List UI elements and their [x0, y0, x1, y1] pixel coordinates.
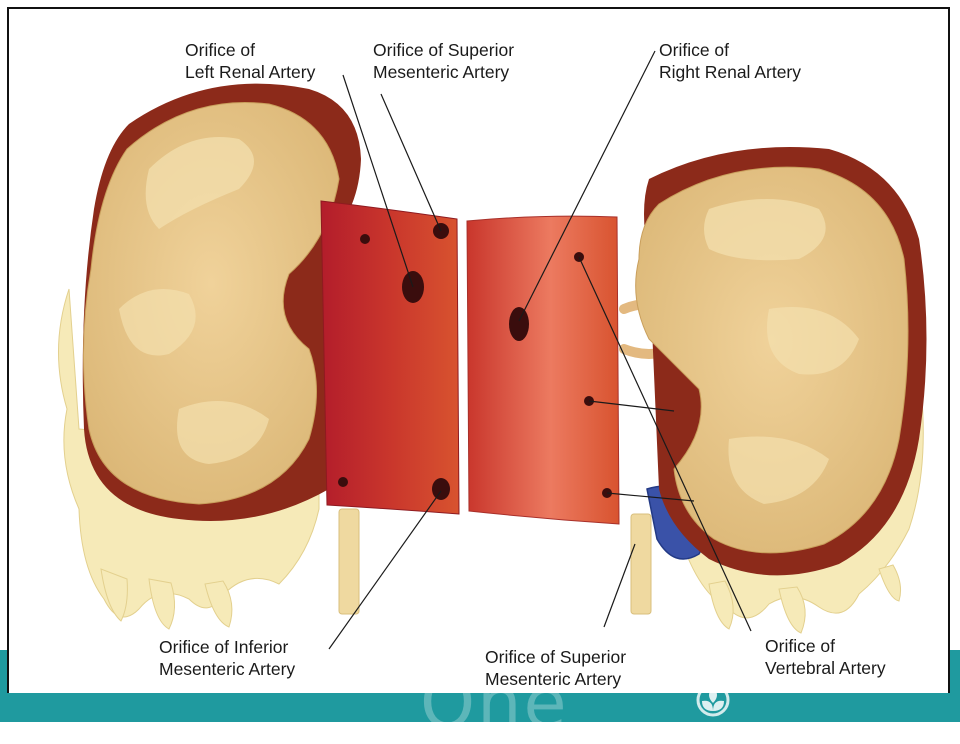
orifice-small-left-top	[360, 234, 370, 244]
slide: One	[0, 0, 960, 722]
label-inferior-mesenteric: Orifice of Inferior Mesenteric Artery	[159, 636, 295, 680]
label-superior-mesenteric-top: Orifice of Superior Mesenteric Artery	[373, 39, 514, 83]
aorta-kidney-illustration	[9, 9, 950, 693]
diagram-frame: Orifice of Left Renal Artery Orifice of …	[7, 7, 950, 693]
label-right-renal-artery: Orifice of Right Renal Artery	[659, 39, 801, 83]
label-left-renal-artery: Orifice of Left Renal Artery	[185, 39, 315, 83]
label-vertebral-artery: Orifice of Vertebral Artery	[765, 635, 886, 679]
iliac-vessels	[339, 509, 651, 614]
orifice-small-left-bottom	[338, 477, 348, 487]
orifice-right-renal	[509, 307, 529, 341]
left-kidney	[83, 84, 361, 521]
orifice-inferior-mesenteric	[432, 478, 450, 500]
aorta-right-flap	[467, 216, 619, 524]
label-superior-mesenteric-bottom: Orifice of Superior Mesenteric Artery	[485, 646, 626, 690]
right-kidney	[636, 147, 927, 575]
aorta-left-flap	[321, 201, 459, 514]
